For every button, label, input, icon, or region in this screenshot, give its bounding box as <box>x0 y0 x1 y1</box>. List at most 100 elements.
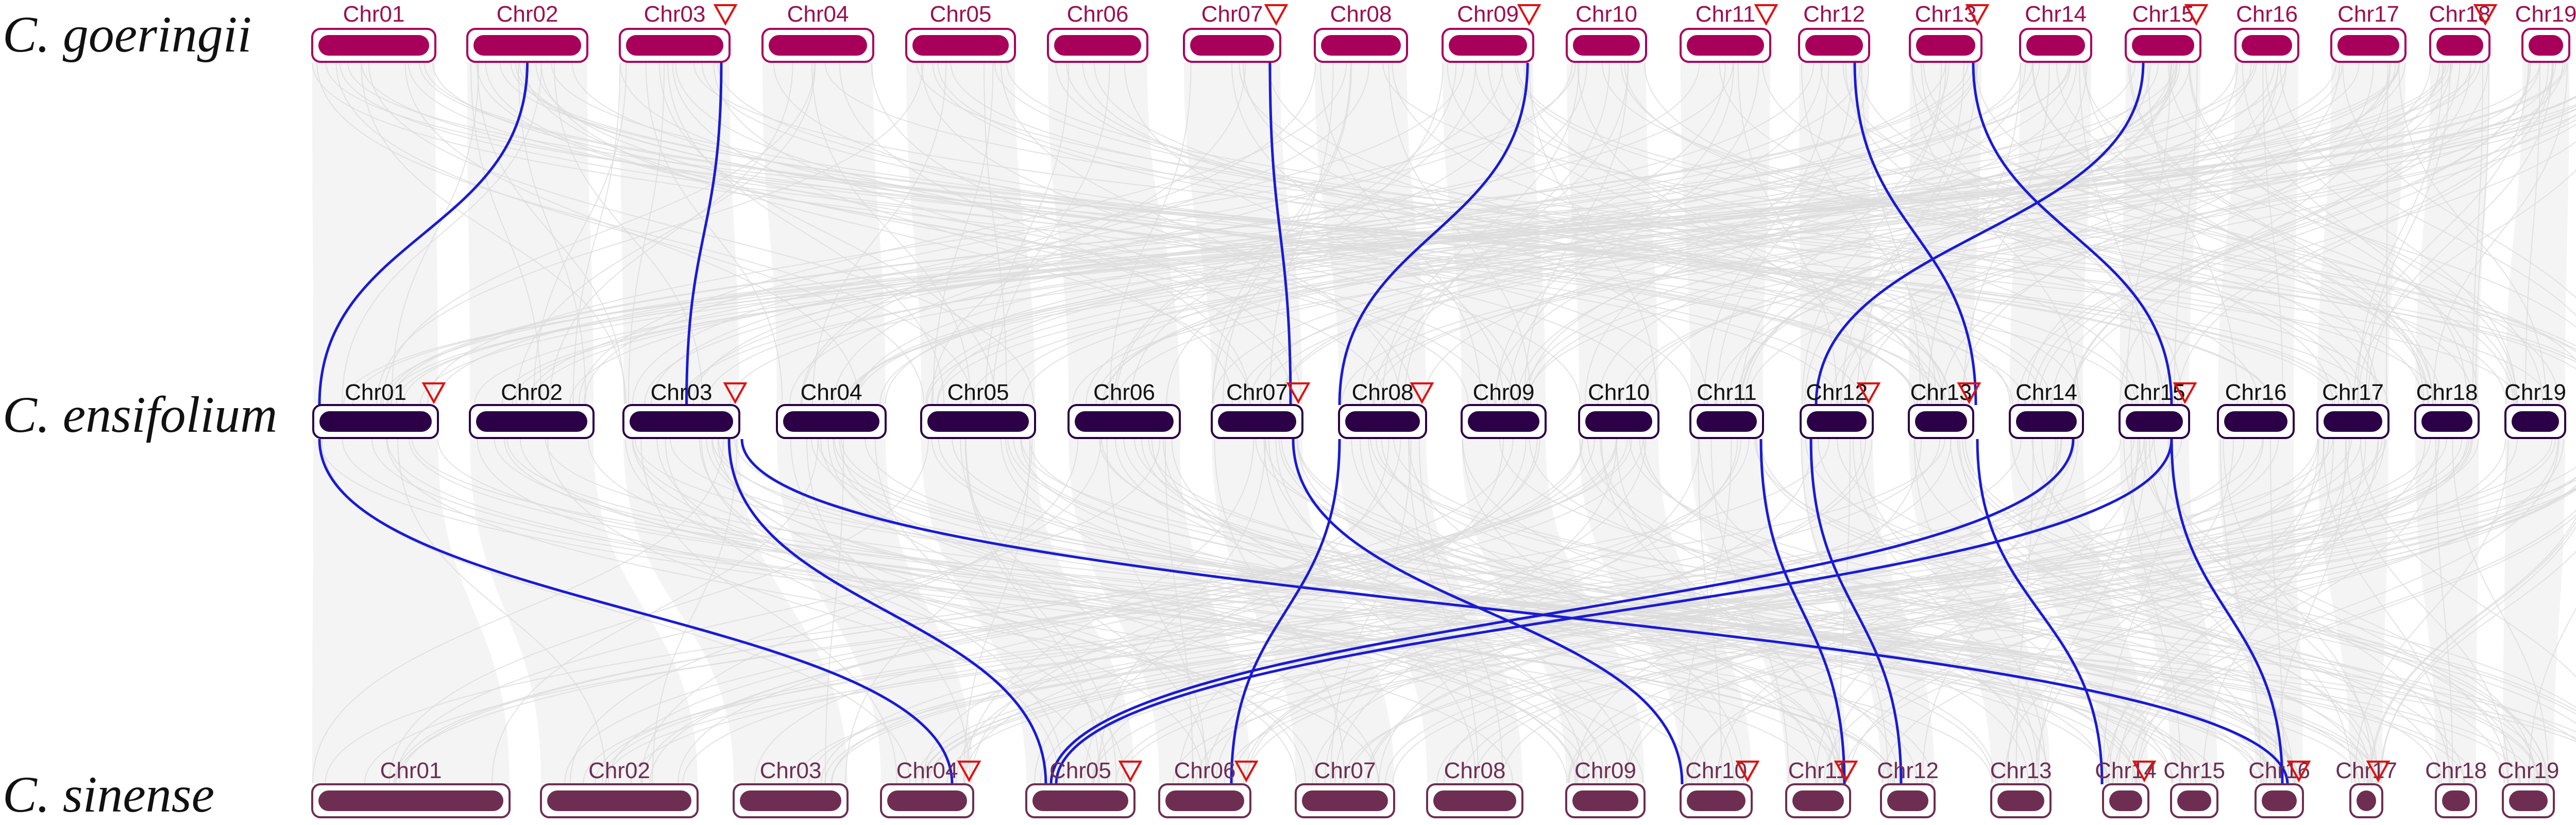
synteny-strand-top-middle <box>1475 62 2259 405</box>
chromosome-top-chr19[interactable]: Chr19 <box>2515 2 2576 63</box>
chromosome-bottom-chr08[interactable]: Chr08 <box>1426 758 1523 818</box>
chromosome-top-chr09[interactable]: Chr09 <box>1442 2 1541 63</box>
chromosome-top-chr02[interactable]: Chr02 <box>466 2 588 63</box>
chromosome-bottom-chr04[interactable]: Chr04 <box>880 758 981 818</box>
chromosome-top-chr17[interactable]: Chr17 <box>2330 2 2406 63</box>
triangle-down-icon <box>2184 4 2209 26</box>
chromosome-top-chr06[interactable]: Chr06 <box>1047 2 1148 63</box>
chromosome-top-chr01[interactable]: Chr01 <box>311 2 436 63</box>
synteny-strand-middle-bottom <box>1913 439 2047 784</box>
synteny-strand-middle-bottom <box>640 439 897 784</box>
synteny-strand-middle-bottom <box>640 439 1079 784</box>
chromosome-bottom-chr18[interactable]: Chr18 <box>2425 758 2487 818</box>
chromosome-middle-chr16[interactable]: Chr16 <box>2217 380 2295 439</box>
chromosome-body <box>1697 411 1757 432</box>
chromosome-middle-chr03[interactable]: Chr03 <box>622 380 748 439</box>
chromosome-middle-chr17[interactable]: Chr17 <box>2316 380 2389 439</box>
chromosome-top-chr05[interactable]: Chr05 <box>905 2 1016 63</box>
chromosome-bottom-chr12[interactable]: Chr12 <box>1877 758 1939 818</box>
chromosome-middle-chr14[interactable]: Chr14 <box>2009 380 2084 439</box>
synteny-strand-middle-bottom <box>960 439 1210 784</box>
chromosome-bottom-chr14[interactable]: Chr14 <box>2095 758 2157 818</box>
gene-link-middle-bottom <box>2170 439 2284 785</box>
chromosome-middle-chr02[interactable]: Chr02 <box>469 380 595 439</box>
chromosome-middle-chr04[interactable]: Chr04 <box>776 380 887 439</box>
chromosome-middle-chr18[interactable]: Chr18 <box>2414 380 2480 439</box>
chromosome-label: Chr15 <box>2132 2 2194 27</box>
chromosome-middle-chr11[interactable]: Chr11 <box>1689 380 1764 439</box>
chromosome-top-chr07[interactable]: Chr07 <box>1183 2 1289 63</box>
chromosome-bottom-chr07[interactable]: Chr07 <box>1295 758 1395 818</box>
chromosome-middle-chr12[interactable]: Chr12 <box>1800 380 1881 439</box>
synteny-strand-middle-bottom <box>601 439 2182 784</box>
chromosome-bottom-chr19[interactable]: Chr19 <box>2498 758 2560 818</box>
chromosome-middle-chr05[interactable]: Chr05 <box>920 380 1036 439</box>
synteny-strand-middle-bottom <box>1827 439 2141 784</box>
chromosome-bottom-chr13[interactable]: Chr13 <box>1990 758 2052 818</box>
synteny-strand-top-middle <box>1728 62 2144 405</box>
chromosome-bottom-chr05[interactable]: Chr05 <box>1025 758 1143 818</box>
synteny-strand-top-middle <box>1212 62 2190 405</box>
synteny-strand-top-middle <box>1223 62 1352 405</box>
chromosome-top-chr03[interactable]: Chr03 <box>619 2 738 63</box>
synteny-strand-middle-bottom <box>1312 439 1952 784</box>
chromosome-top-chr10[interactable]: Chr10 <box>1566 2 1647 63</box>
chromosome-middle-chr09[interactable]: Chr09 <box>1461 380 1547 439</box>
chromosome-middle-chr13[interactable]: Chr13 <box>1908 380 1981 439</box>
synteny-strand-middle-bottom <box>1836 439 2576 712</box>
synteny-strand-middle-bottom <box>2031 439 2520 784</box>
chromosome-label: Chr19 <box>2498 758 2560 783</box>
chromosome-top-chr14[interactable]: Chr14 <box>2019 2 2092 63</box>
chromosome-top-chr13[interactable]: Chr13 <box>1909 2 1990 63</box>
synteny-strand-middle-bottom <box>1268 439 1631 784</box>
chromosome-middle-chr08[interactable]: Chr08 <box>1338 380 1434 439</box>
chromosome-bottom-chr11[interactable]: Chr11 <box>1785 758 1858 818</box>
synteny-strand-top-middle <box>549 62 793 405</box>
chromosome-bottom-chr06[interactable]: Chr06 <box>1158 758 1259 818</box>
triangle-down-icon <box>723 382 748 405</box>
chromosome-body <box>1054 35 1141 56</box>
triangle-down-icon <box>2473 4 2498 26</box>
chromosome-bottom-chr10[interactable]: Chr10 <box>1680 758 1760 818</box>
chromosome-middle-chr15[interactable]: Chr15 <box>2119 380 2197 439</box>
chromosome-bottom-chr01[interactable]: Chr01 <box>311 758 511 818</box>
synteny-strand-middle-bottom <box>1005 439 1842 784</box>
chromosome-body <box>740 790 841 811</box>
chromosome-bottom-chr17[interactable]: Chr17 <box>2335 758 2397 818</box>
synteny-strand-top-middle <box>848 62 2481 405</box>
chromosome-bottom-chr02[interactable]: Chr02 <box>540 758 699 818</box>
synteny-strand-middle-bottom <box>2136 439 2439 784</box>
synteny-strand-middle-bottom <box>821 439 1941 784</box>
synteny-strand-middle-bottom <box>564 439 1618 784</box>
chromosome-middle-chr10[interactable]: Chr10 <box>1578 380 1659 439</box>
synteny-strand-middle-bottom <box>395 439 1161 784</box>
chromosome-top-chr15[interactable]: Chr15 <box>2125 2 2209 63</box>
chromosome-label: Chr02 <box>501 380 563 405</box>
triangle-down-icon <box>2173 382 2197 405</box>
synteny-strand-top-middle <box>2070 141 2576 405</box>
chromosome-middle-chr19[interactable]: Chr19 <box>2504 380 2566 439</box>
synteny-strand-top-middle <box>540 62 1251 405</box>
chromosome-top-chr12[interactable]: Chr12 <box>1798 2 1870 63</box>
chromosome-middle-chr01[interactable]: Chr01 <box>312 380 446 439</box>
chromosome-top-chr08[interactable]: Chr08 <box>1314 2 1408 63</box>
chromosome-body <box>2177 790 2211 811</box>
gene-link-top-middle <box>1815 62 2145 406</box>
chromosome-top-chr04[interactable]: Chr04 <box>761 2 874 63</box>
triangle-down-icon <box>2366 761 2391 783</box>
chromosome-middle-chr07[interactable]: Chr07 <box>1211 380 1311 439</box>
chromosome-bottom-chr16[interactable]: Chr16 <box>2248 758 2311 818</box>
synteny-strand-top-middle <box>839 62 1251 405</box>
synteny-strand-top-middle <box>2472 62 2483 405</box>
synteny-strand-middle-bottom <box>386 439 1891 784</box>
synteny-strand-middle-bottom <box>839 439 1598 784</box>
chromosome-bottom-chr03[interactable]: Chr03 <box>733 758 849 818</box>
chromosome-top-chr16[interactable]: Chr16 <box>2234 2 2299 63</box>
chromosome-bottom-chr09[interactable]: Chr09 <box>1565 758 1646 818</box>
chromosome-body <box>1792 790 1844 811</box>
chromosome-bottom-chr15[interactable]: Chr15 <box>2163 758 2225 818</box>
chromosome-middle-chr06[interactable]: Chr06 <box>1067 380 1181 439</box>
chromosome-top-chr11[interactable]: Chr11 <box>1680 2 1778 63</box>
synteny-strand-middle-bottom <box>1842 439 2565 784</box>
chromosome-top-chr18[interactable]: Chr18 <box>2429 2 2498 63</box>
